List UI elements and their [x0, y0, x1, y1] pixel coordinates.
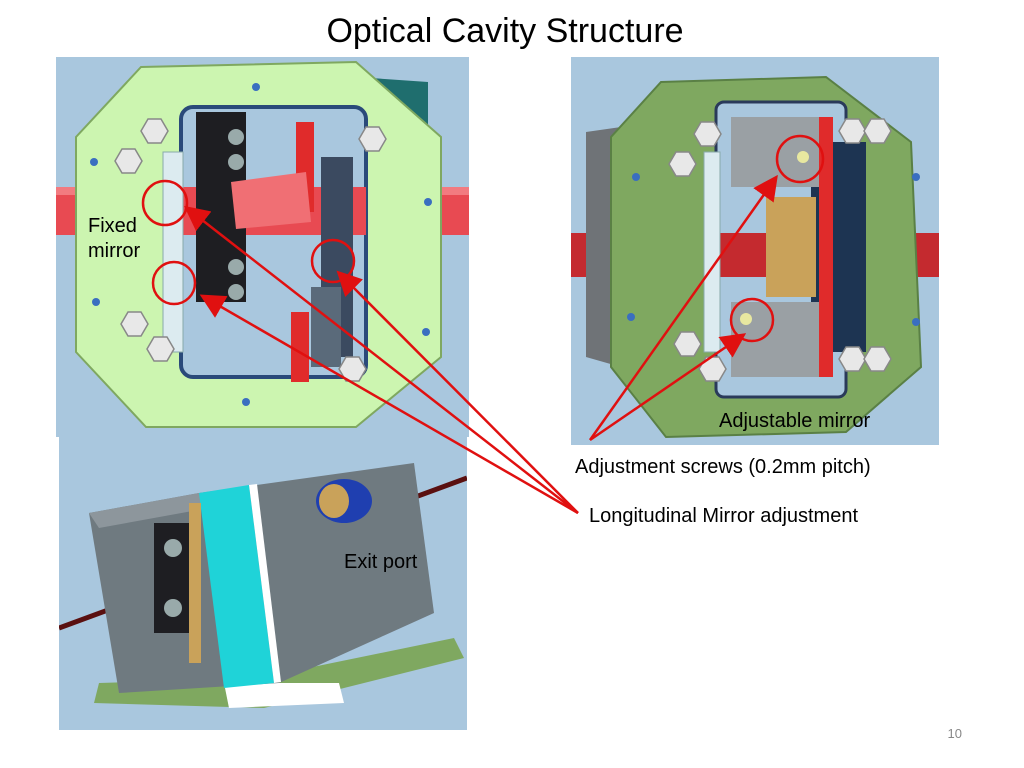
adjustment-screws-label: Adjustment screws (0.2mm pitch) [575, 456, 871, 478]
adjustable-mirror-label: Adjustable mirror [719, 410, 871, 432]
slide-title: Optical Cavity Structure [326, 12, 684, 50]
exit-port-render [59, 433, 467, 730]
fixed-mirror-label: Fixed mirror [88, 215, 141, 262]
longitudinal-adjustment-label: Longitudinal Mirror adjustment [589, 505, 859, 527]
exit-port-label: Exit port [344, 551, 418, 573]
adjustable-mirror-render [571, 57, 939, 445]
page-number: 10 [947, 726, 962, 741]
